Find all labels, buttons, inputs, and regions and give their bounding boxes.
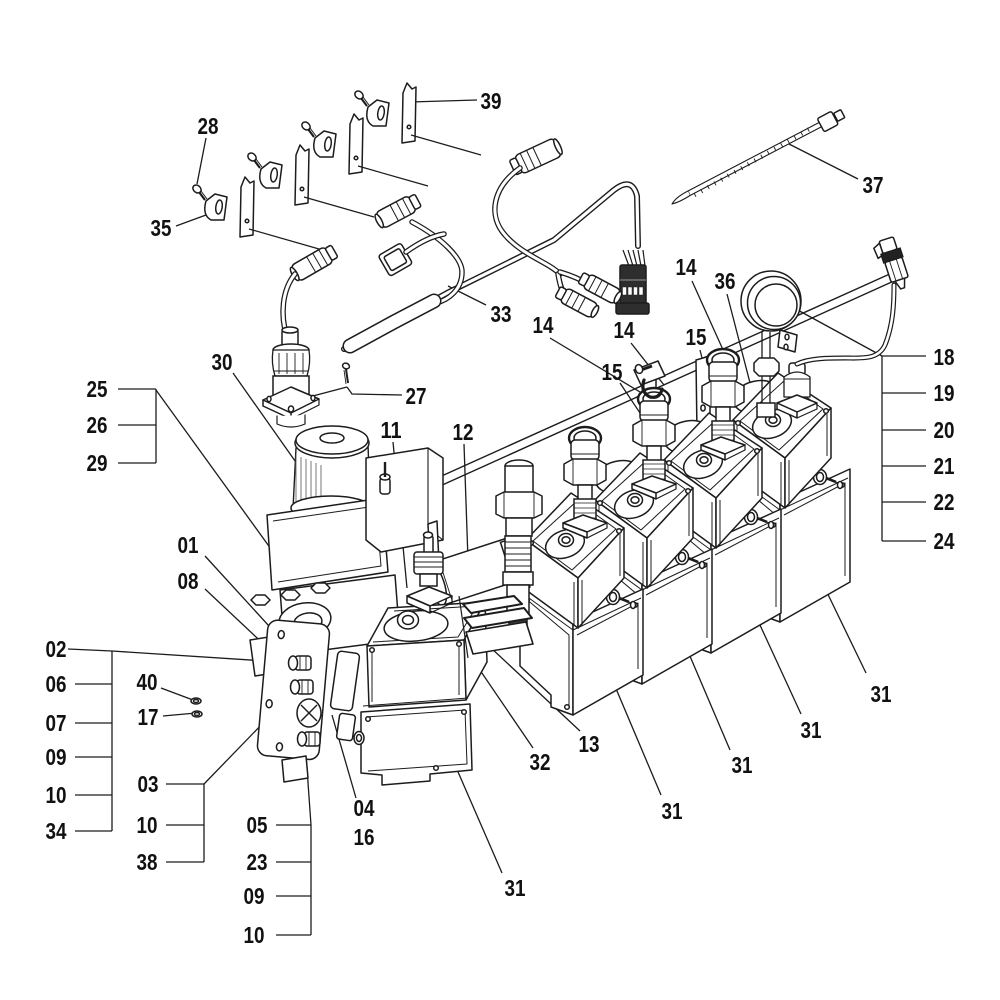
svg-text:24: 24 [934, 528, 955, 554]
svg-text:29: 29 [87, 450, 108, 476]
svg-text:14: 14 [614, 317, 635, 343]
svg-text:10: 10 [244, 922, 265, 948]
svg-text:08: 08 [178, 568, 199, 594]
svg-text:05: 05 [247, 812, 268, 838]
svg-text:11: 11 [381, 417, 402, 443]
svg-text:02: 02 [46, 636, 67, 662]
svg-text:10: 10 [46, 782, 67, 808]
svg-text:10: 10 [137, 812, 158, 838]
svg-text:23: 23 [247, 849, 268, 875]
svg-text:07: 07 [46, 710, 67, 736]
svg-text:39: 39 [481, 88, 502, 114]
svg-text:16: 16 [354, 824, 375, 850]
svg-text:09: 09 [244, 883, 265, 909]
svg-text:15: 15 [686, 324, 707, 350]
svg-text:34: 34 [46, 818, 67, 844]
svg-text:18: 18 [934, 344, 955, 370]
svg-text:36: 36 [715, 268, 736, 294]
svg-text:06: 06 [46, 671, 67, 697]
svg-text:35: 35 [151, 215, 172, 241]
svg-text:40: 40 [137, 669, 158, 695]
svg-text:14: 14 [533, 312, 554, 338]
svg-text:03: 03 [138, 771, 159, 797]
svg-text:14: 14 [676, 254, 697, 280]
svg-text:01: 01 [178, 532, 199, 558]
svg-text:20: 20 [934, 417, 955, 443]
svg-text:31: 31 [871, 681, 892, 707]
svg-text:15: 15 [602, 359, 623, 385]
svg-text:25: 25 [87, 376, 108, 402]
svg-text:17: 17 [138, 704, 159, 730]
svg-text:21: 21 [934, 453, 955, 479]
svg-text:30: 30 [212, 349, 233, 375]
svg-text:31: 31 [732, 752, 753, 778]
svg-text:13: 13 [579, 731, 600, 757]
svg-text:31: 31 [505, 875, 526, 901]
svg-text:32: 32 [530, 749, 551, 775]
svg-text:33: 33 [491, 301, 512, 327]
svg-text:12: 12 [453, 419, 474, 445]
svg-text:27: 27 [406, 383, 427, 409]
svg-text:22: 22 [934, 489, 955, 515]
svg-text:31: 31 [801, 717, 822, 743]
svg-text:26: 26 [87, 412, 108, 438]
svg-text:37: 37 [863, 172, 884, 198]
svg-text:31: 31 [662, 798, 683, 824]
svg-text:38: 38 [137, 849, 158, 875]
svg-text:19: 19 [934, 380, 955, 406]
svg-text:09: 09 [46, 744, 67, 770]
svg-text:28: 28 [198, 113, 219, 139]
svg-text:04: 04 [354, 795, 375, 821]
